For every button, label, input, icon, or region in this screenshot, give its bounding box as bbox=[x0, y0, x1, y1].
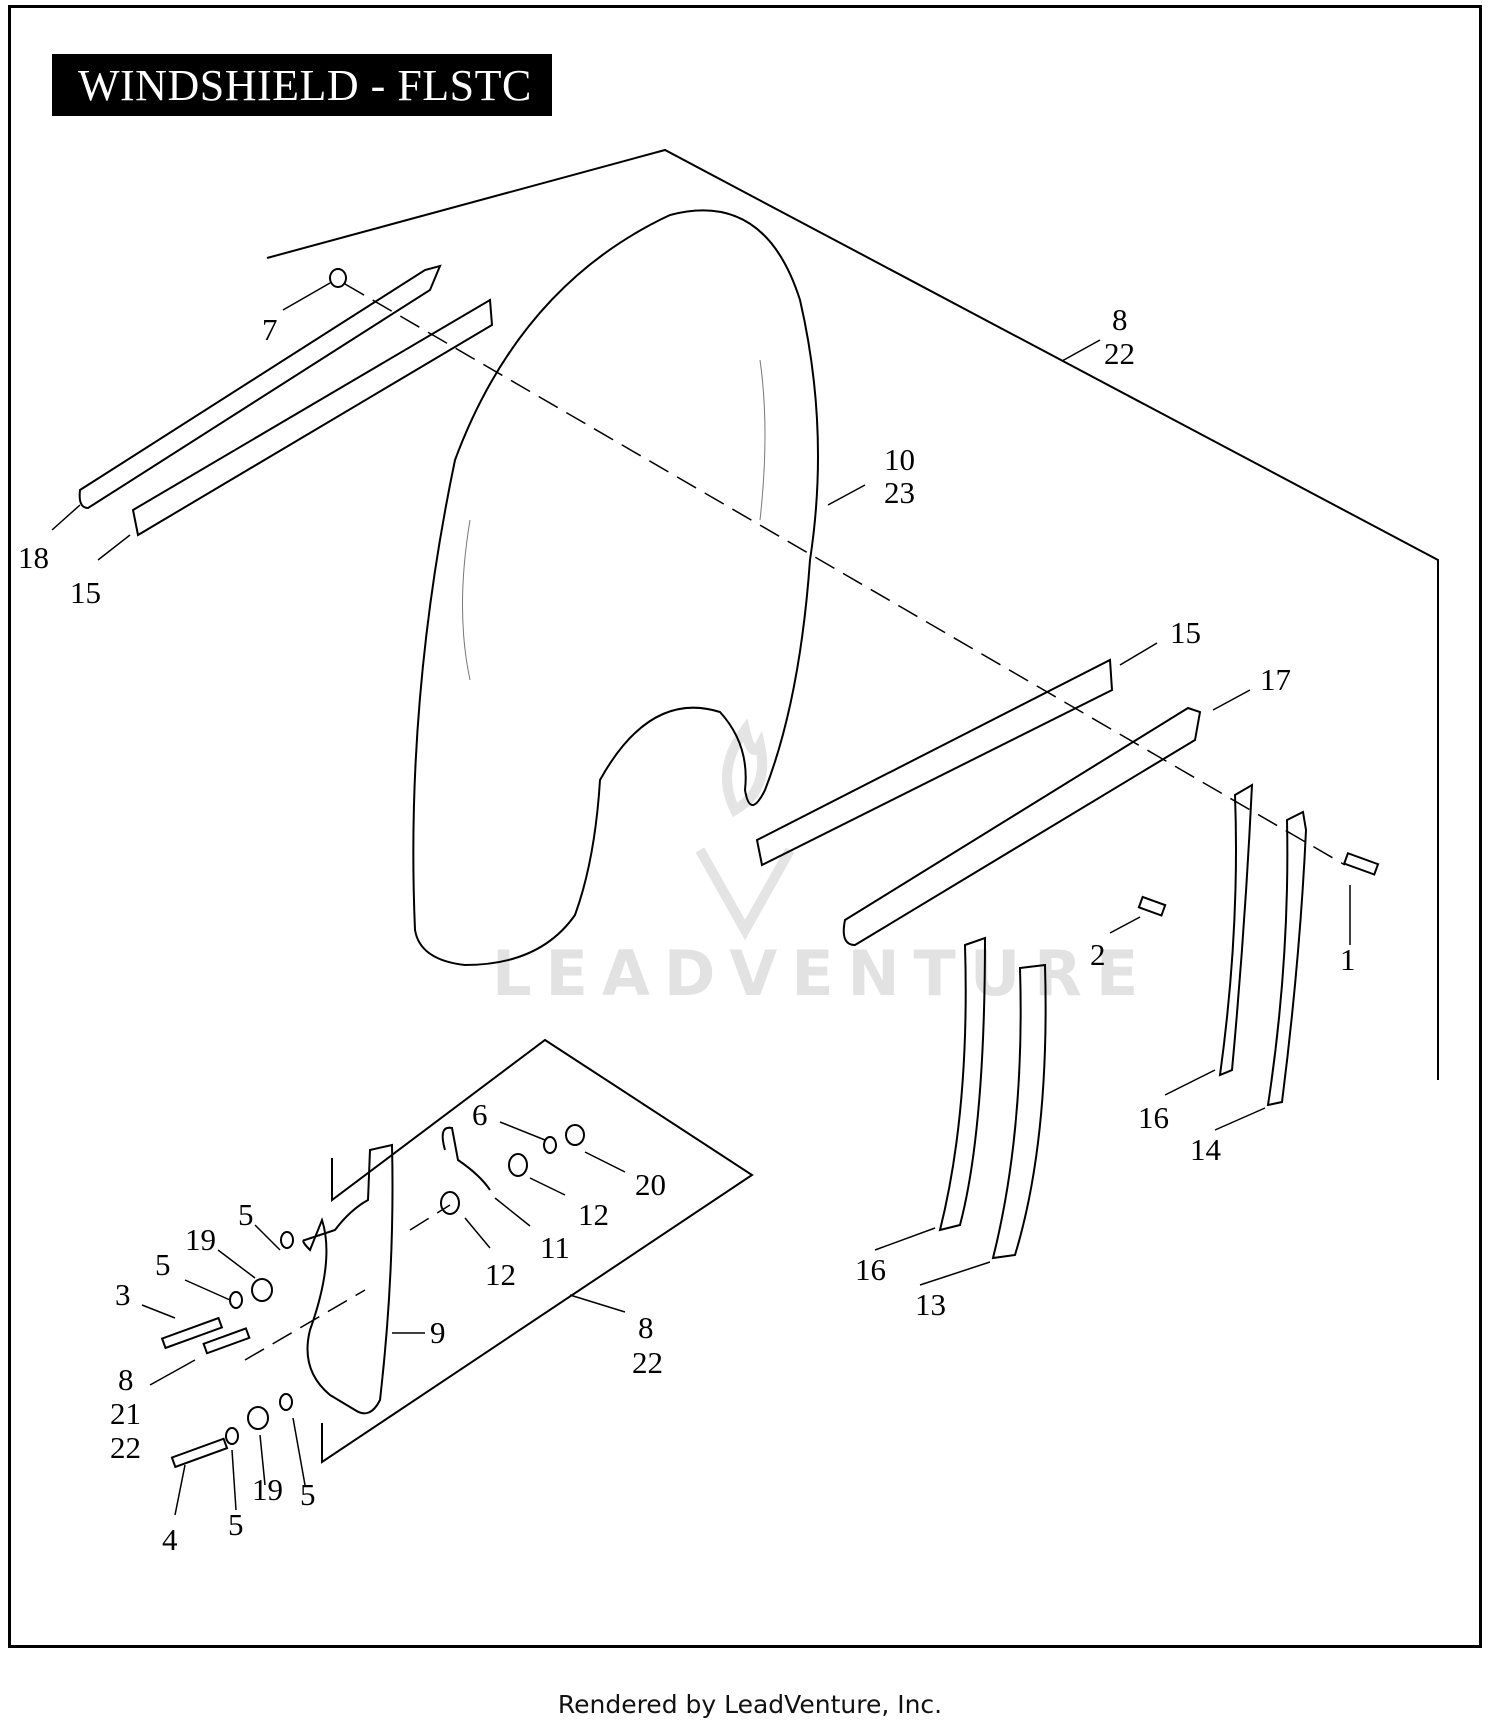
callout-7: 7 bbox=[262, 312, 278, 347]
vertical-strip-16-left bbox=[938, 936, 987, 1232]
callout-10: 10 bbox=[884, 442, 915, 477]
callout-19-bottom: 19 bbox=[252, 1472, 283, 1507]
bushing-12-lower bbox=[440, 1191, 460, 1215]
callout-20: 20 bbox=[635, 1167, 666, 1202]
diagram-title: WINDSHIELD - FLSTC bbox=[78, 60, 532, 110]
right-trim-strip-17 bbox=[842, 706, 1202, 947]
callout-8-bottom: 8 bbox=[638, 1310, 654, 1345]
vertical-strip-16-right bbox=[1218, 783, 1254, 1077]
callout-16-left: 16 bbox=[855, 1252, 886, 1287]
callout-19-top: 19 bbox=[185, 1222, 216, 1257]
bolt-3 bbox=[160, 1316, 224, 1350]
callout-12-upper: 12 bbox=[578, 1197, 609, 1232]
footer-credit: Rendered by LeadVenture, Inc. bbox=[557, 1690, 943, 1719]
windshield-reflection-1 bbox=[759, 359, 766, 521]
bushing-12-upper bbox=[508, 1153, 528, 1177]
callout-15-left: 15 bbox=[70, 575, 101, 610]
vertical-strip-13 bbox=[991, 963, 1047, 1260]
callout-5-mid: 5 bbox=[155, 1247, 171, 1282]
callout-5-low-b: 5 bbox=[300, 1477, 316, 1512]
watermark-logo bbox=[695, 718, 795, 941]
callout-23: 23 bbox=[884, 475, 915, 510]
callout-5-low-a: 5 bbox=[228, 1507, 244, 1542]
callout-22-bottom: 22 bbox=[632, 1345, 663, 1380]
bolt-2 bbox=[1137, 895, 1167, 917]
grommet-19-a bbox=[251, 1278, 273, 1302]
washer-5-a bbox=[280, 1231, 294, 1249]
bolt-1 bbox=[1342, 851, 1380, 876]
callout-3: 3 bbox=[115, 1277, 131, 1312]
washer-5-d bbox=[225, 1427, 239, 1445]
centerlines bbox=[244, 283, 1346, 1361]
callout-5-top: 5 bbox=[238, 1197, 254, 1232]
callout-18: 18 bbox=[18, 540, 49, 575]
left-trim-strip-18 bbox=[78, 264, 442, 510]
callout-15-right: 15 bbox=[1170, 615, 1201, 650]
callout-9: 9 bbox=[430, 1315, 446, 1350]
cap-nut-20 bbox=[565, 1124, 585, 1146]
callout-11: 11 bbox=[540, 1230, 570, 1265]
hardware-parts bbox=[160, 268, 1380, 1469]
callout-21: 21 bbox=[110, 1396, 141, 1431]
callout-22-top: 22 bbox=[1104, 336, 1135, 371]
left-trim-strip-15 bbox=[131, 298, 494, 537]
assembly-outline-lower bbox=[321, 1038, 754, 1464]
windshield-shape bbox=[412, 209, 819, 967]
bolt-8-21-22 bbox=[202, 1327, 251, 1355]
callout-22-left: 22 bbox=[110, 1430, 141, 1465]
callout-6: 6 bbox=[472, 1097, 488, 1132]
washer-6 bbox=[543, 1136, 557, 1154]
washer-5-b bbox=[229, 1291, 243, 1309]
diagram-title-box: WINDSHIELD - FLSTC bbox=[52, 54, 552, 116]
mounting-bracket-9 bbox=[302, 1143, 394, 1415]
callout-8-top: 8 bbox=[1112, 302, 1128, 337]
callout-4: 4 bbox=[162, 1522, 178, 1557]
cap-nut-7 bbox=[329, 268, 347, 288]
callout-17: 17 bbox=[1260, 662, 1291, 697]
callout-2: 2 bbox=[1090, 937, 1106, 972]
watermark-text: LEADVENTURE bbox=[492, 937, 1152, 1010]
right-trim-strip-15 bbox=[755, 658, 1114, 867]
grommet-19-b bbox=[247, 1406, 269, 1430]
bolt-4 bbox=[170, 1437, 229, 1469]
leader-lines bbox=[51, 282, 1351, 1516]
callout-16-right: 16 bbox=[1138, 1100, 1169, 1135]
callout-14: 14 bbox=[1190, 1132, 1222, 1167]
washer-5-c bbox=[279, 1393, 293, 1411]
callout-12-lower: 12 bbox=[485, 1257, 516, 1292]
spring-11 bbox=[441, 1126, 491, 1191]
callout-13: 13 bbox=[915, 1287, 946, 1322]
callout-8-left: 8 bbox=[118, 1362, 134, 1397]
vertical-strip-14 bbox=[1266, 810, 1308, 1107]
windshield-reflection-2 bbox=[462, 519, 471, 681]
assembly-outline-upper bbox=[266, 148, 1439, 1080]
callout-1: 1 bbox=[1340, 942, 1356, 977]
